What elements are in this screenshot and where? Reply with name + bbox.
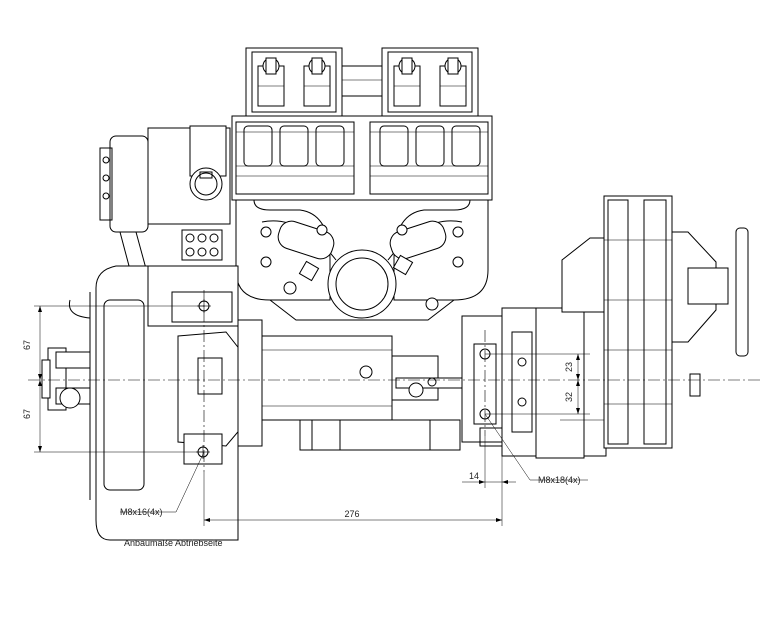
dim-right-upper: 23 bbox=[564, 362, 574, 372]
dim-length: 276 bbox=[344, 509, 359, 519]
shaft-housing bbox=[237, 315, 503, 451]
carburetor-assembly bbox=[245, 47, 479, 117]
drawing-caption: Anbaumaße Abtriebseite bbox=[124, 538, 223, 548]
dim-flange-offset: 14 bbox=[469, 471, 479, 481]
transmission-housing bbox=[501, 195, 749, 459]
dimension-lines bbox=[34, 305, 590, 526]
callout-left-bolts: M8x16(4x) bbox=[120, 507, 163, 517]
dim-right-lower: 32 bbox=[564, 392, 574, 402]
accessory-drive bbox=[99, 125, 231, 331]
crankcase bbox=[41, 265, 249, 541]
cylinder-block bbox=[231, 115, 493, 201]
dim-lower-offset: 67 bbox=[22, 409, 32, 419]
dim-upper-offset: 67 bbox=[22, 340, 32, 350]
exhaust-manifold bbox=[235, 199, 489, 321]
callout-right-bolts: M8x18(4x) bbox=[538, 475, 581, 485]
center-lines bbox=[28, 290, 762, 472]
